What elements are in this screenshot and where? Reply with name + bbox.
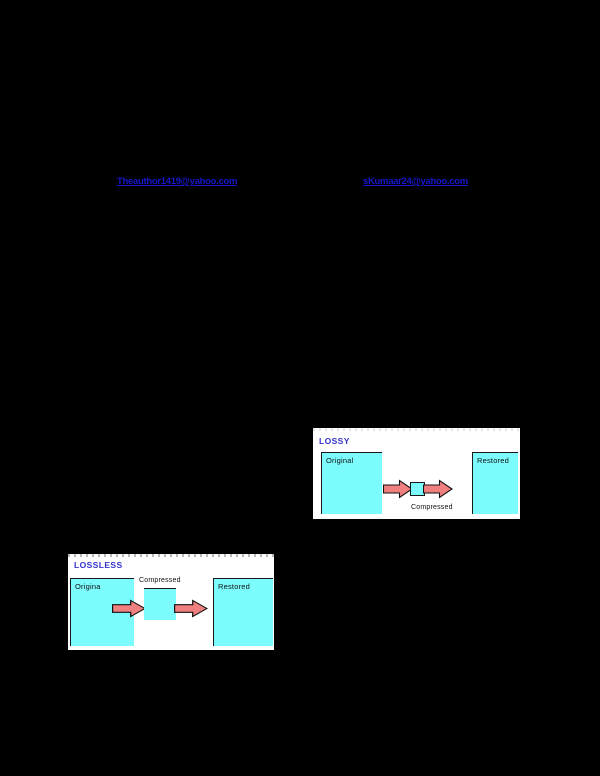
contact-links-row: Theauthor1419@yahoo.com sKumaar24@yahoo.… xyxy=(0,176,600,192)
lossless-restored-block: Restored xyxy=(213,578,273,646)
figure-lossy-compression: LOSSY Original Restored Compressed xyxy=(313,428,520,519)
lossless-compressed-block xyxy=(144,588,176,620)
figure-lossy-title: LOSSY xyxy=(319,436,350,446)
lossless-original-label: Origina xyxy=(75,582,101,591)
arrow-right-icon xyxy=(423,479,453,499)
lossy-compressed-caption: Compressed xyxy=(411,504,453,511)
arrow-right-icon xyxy=(112,599,146,618)
author-email-link-1[interactable]: Theauthor1419@yahoo.com xyxy=(117,176,238,187)
lossy-restored-block: Restored xyxy=(472,452,518,514)
lossless-restored-label: Restored xyxy=(218,582,251,591)
figure-lossless-title: LOSSLESS xyxy=(74,560,123,570)
lossless-compressed-caption: Compressed xyxy=(139,577,181,584)
scan-artifact-line xyxy=(68,554,274,557)
arrow-right-icon xyxy=(174,599,208,618)
lossy-original-label: Original xyxy=(326,456,354,465)
scan-artifact-line xyxy=(313,428,520,431)
figure-lossless-compression: LOSSLESS Origina Compressed Restored xyxy=(68,554,274,650)
author-email-link-2[interactable]: sKumaar24@yahoo.com xyxy=(363,176,468,187)
lossy-restored-label: Restored xyxy=(477,456,510,465)
arrow-right-icon xyxy=(383,479,413,499)
lossy-original-block: Original xyxy=(321,452,382,514)
